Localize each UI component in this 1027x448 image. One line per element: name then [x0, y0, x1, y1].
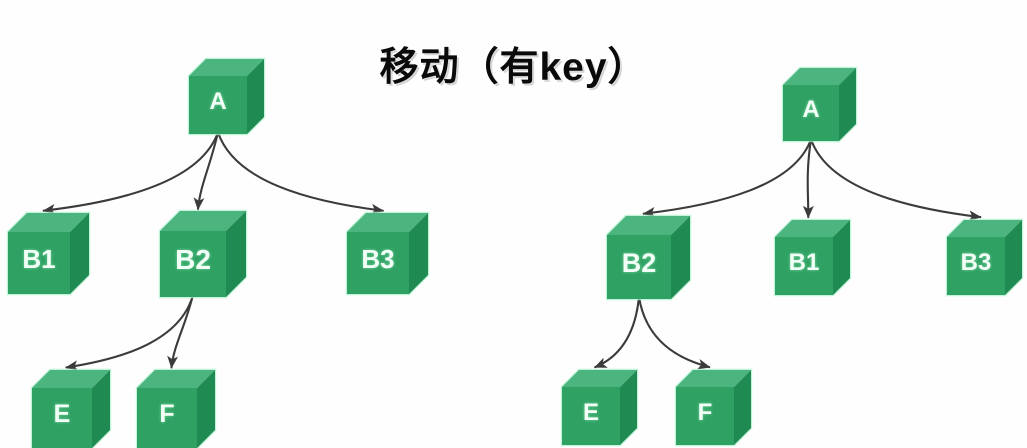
- node-cube-b3: B3: [345, 211, 430, 296]
- node-cube-b1: B1: [773, 218, 852, 297]
- page-title: 移动（有key）: [377, 46, 649, 90]
- edge-arrow: [216, 131, 385, 215]
- edge-arrow: [642, 138, 813, 218]
- edge-arrow: [637, 296, 711, 370]
- edge-arrow: [42, 131, 220, 215]
- node-cube-f: F: [135, 368, 217, 448]
- edge-arrow: [809, 138, 982, 222]
- node-cube-b1: B1: [6, 211, 91, 296]
- node-cube-e: E: [560, 368, 639, 447]
- edge-arrow: [65, 293, 195, 372]
- node-cube-b2: B2: [605, 214, 692, 301]
- edge-arrow: [802, 138, 814, 219]
- node-cube-b3: B3: [945, 218, 1024, 297]
- edge-arrow: [167, 293, 195, 369]
- node-cube-b2: B2: [158, 209, 248, 299]
- edge-arrow: [594, 296, 641, 369]
- node-cube-e: E: [30, 368, 112, 448]
- node-cube-f: F: [674, 368, 753, 447]
- edge-arrow: [193, 131, 220, 211]
